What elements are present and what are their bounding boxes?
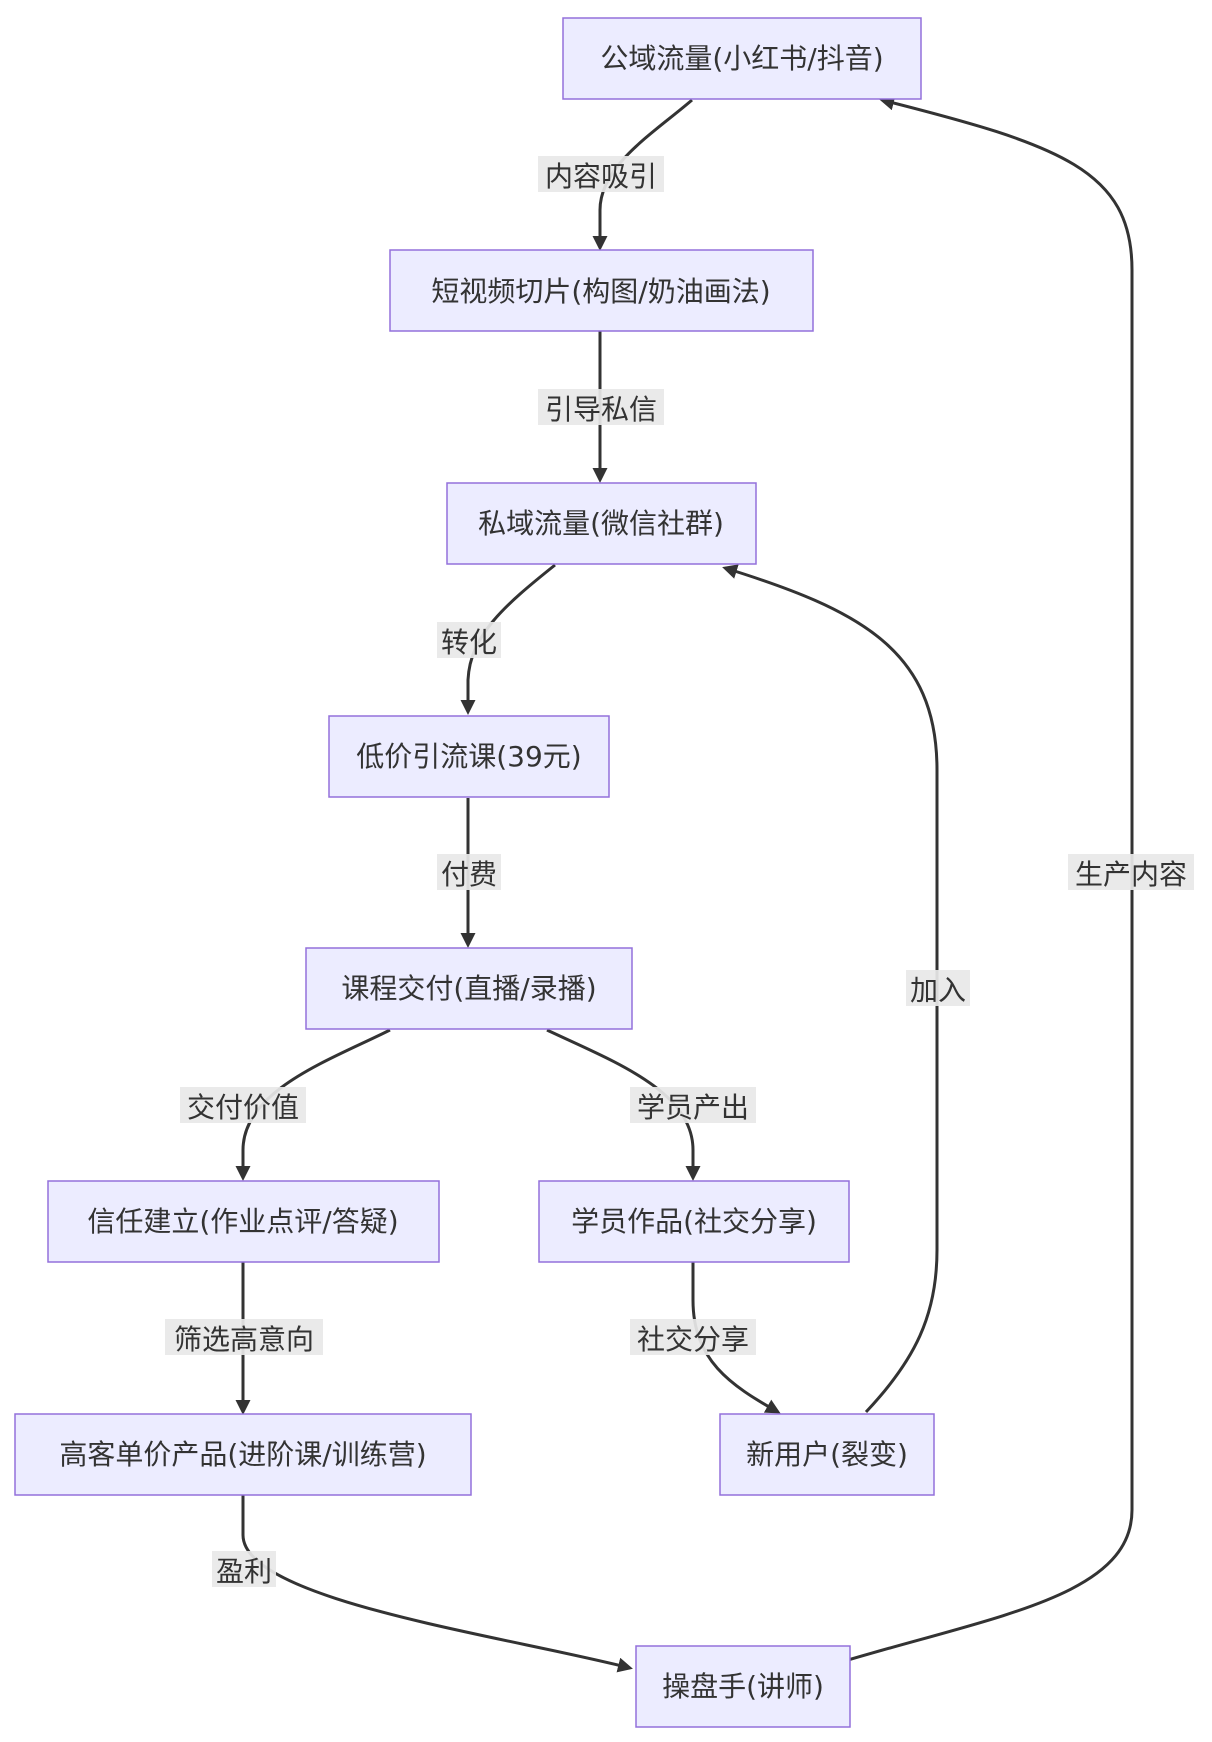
label-social-share-text: 社交分享 bbox=[637, 1323, 749, 1356]
edge-operator-to-public bbox=[847, 95, 1134, 1662]
node-student-works-label: 学员作品(社交分享) bbox=[571, 1205, 817, 1238]
label-pay: 付费 bbox=[437, 854, 501, 891]
label-pay-text: 付费 bbox=[441, 858, 497, 891]
label-deliver-value: 交付价值 bbox=[180, 1087, 306, 1124]
node-operator-label: 操盘手(讲师) bbox=[662, 1670, 824, 1703]
node-course-delivery-label: 课程交付(直播/录播) bbox=[341, 972, 596, 1005]
label-filter-intent-text: 筛选高意向 bbox=[174, 1323, 314, 1356]
label-student-output: 学员产出 bbox=[630, 1087, 756, 1124]
node-private-traffic-label: 私域流量(微信社群) bbox=[478, 507, 724, 540]
node-public-traffic: 公域流量(小红书/抖音) bbox=[562, 17, 922, 100]
node-private-traffic: 私域流量(微信社群) bbox=[446, 482, 757, 565]
label-produce-content: 生产内容 bbox=[1068, 854, 1194, 891]
label-profit-text: 盈利 bbox=[216, 1555, 272, 1588]
label-social-share: 社交分享 bbox=[630, 1319, 756, 1356]
label-profit: 盈利 bbox=[212, 1551, 276, 1588]
label-guide-dm: 引导私信 bbox=[538, 389, 664, 426]
label-produce-content-text: 生产内容 bbox=[1075, 858, 1187, 891]
label-content-attract-text: 内容吸引 bbox=[545, 160, 657, 193]
node-high-price-product-label: 高客单价产品(进阶课/训练营) bbox=[59, 1438, 426, 1471]
label-content-attract: 内容吸引 bbox=[538, 156, 664, 193]
node-new-users: 新用户(裂变) bbox=[719, 1413, 935, 1496]
node-student-works: 学员作品(社交分享) bbox=[538, 1180, 850, 1263]
node-new-users-label: 新用户(裂变) bbox=[746, 1438, 908, 1471]
label-guide-dm-text: 引导私信 bbox=[545, 393, 657, 426]
edge-works-to-newusers bbox=[691, 1262, 781, 1414]
edge-delivery-to-works bbox=[546, 1028, 701, 1181]
label-deliver-value-text: 交付价值 bbox=[187, 1091, 299, 1124]
edge-highprice-to-operator bbox=[241, 1495, 633, 1673]
label-student-output-text: 学员产出 bbox=[637, 1091, 749, 1124]
node-trust-building: 信任建立(作业点评/答疑) bbox=[47, 1180, 440, 1263]
node-course-delivery: 课程交付(直播/录播) bbox=[305, 947, 633, 1030]
label-convert: 转化 bbox=[437, 622, 501, 659]
label-convert-text: 转化 bbox=[441, 626, 497, 659]
node-low-price-course-label: 低价引流课(39元) bbox=[356, 740, 581, 773]
node-public-traffic-label: 公域流量(小红书/抖音) bbox=[600, 42, 883, 75]
label-join-text: 加入 bbox=[910, 974, 966, 1007]
node-trust-building-label: 信任建立(作业点评/答疑) bbox=[87, 1205, 398, 1238]
node-short-video-label: 短视频切片(构图/奶油画法) bbox=[431, 275, 770, 308]
node-short-video: 短视频切片(构图/奶油画法) bbox=[389, 249, 814, 332]
edge-public-to-video bbox=[592, 98, 693, 251]
edge-newusers-to-private bbox=[722, 564, 939, 1414]
edge-delivery-to-trust bbox=[235, 1028, 391, 1181]
label-filter-intent: 筛选高意向 bbox=[165, 1319, 323, 1356]
node-low-price-course: 低价引流课(39元) bbox=[328, 715, 610, 798]
label-join: 加入 bbox=[906, 970, 970, 1007]
node-high-price-product: 高客单价产品(进阶课/训练营) bbox=[14, 1413, 472, 1496]
node-operator: 操盘手(讲师) bbox=[635, 1645, 851, 1728]
